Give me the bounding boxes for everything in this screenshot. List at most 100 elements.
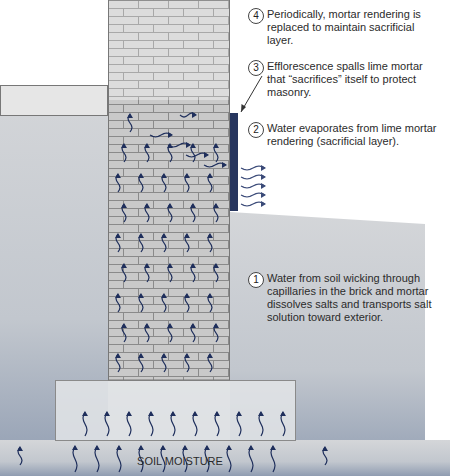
- moisture-arrow: [191, 264, 195, 282]
- arrow-head: [190, 203, 196, 208]
- moisture-arrow: [145, 204, 149, 222]
- brick-wall-lower: [108, 100, 230, 380]
- arrow-head: [161, 233, 167, 238]
- arrow-head: [126, 411, 132, 416]
- arrow-head: [213, 263, 219, 268]
- moisture-arrow: [281, 412, 285, 436]
- moisture-arrow: [208, 354, 212, 372]
- moisture-arrow: [145, 264, 149, 282]
- arrow-head: [161, 353, 167, 358]
- moisture-arrow: [162, 234, 166, 252]
- arrow-head: [144, 323, 150, 328]
- moisture-arrow: [117, 446, 121, 472]
- arrow-head: [261, 174, 266, 180]
- arrow-head: [190, 263, 196, 268]
- moisture-arrow: [204, 163, 226, 167]
- arrow-head: [226, 445, 232, 450]
- arrow-head: [82, 411, 88, 416]
- moisture-arrow: [171, 412, 175, 436]
- arrow-head: [115, 353, 121, 358]
- arrow-head: [161, 293, 167, 298]
- moisture-arrow: [139, 174, 143, 192]
- arrow-head: [127, 113, 133, 118]
- moisture-arrow: [191, 324, 195, 342]
- moisture-arrow: [215, 412, 219, 436]
- arrow-head: [144, 203, 150, 208]
- arrow-head: [144, 263, 150, 268]
- moisture-arrow: [271, 446, 275, 472]
- arrow-head: [207, 173, 213, 178]
- moisture-arrow: [168, 324, 172, 342]
- moisture-arrow: [150, 133, 172, 137]
- moisture-arrow: [83, 412, 87, 436]
- moisture-arrow: [191, 144, 195, 162]
- moisture-arrow: [149, 412, 153, 436]
- moisture-arrow: [168, 204, 172, 222]
- moisture-arrow: [128, 114, 132, 132]
- arrow-head: [94, 445, 100, 450]
- arrow-head: [138, 173, 144, 178]
- arrow-head: [207, 293, 213, 298]
- arrow-head: [138, 445, 144, 450]
- arrow-head: [213, 203, 219, 208]
- moisture-arrow: [116, 294, 120, 312]
- arrow-head: [138, 233, 144, 238]
- arrow-head: [213, 143, 219, 148]
- arrow-head: [148, 411, 154, 416]
- moisture-arrow: [214, 204, 218, 222]
- arrow-head: [184, 353, 190, 358]
- arrow-head: [213, 323, 219, 328]
- arrow-head: [280, 411, 286, 416]
- moisture-arrow: [116, 234, 120, 252]
- arrow-head: [222, 162, 227, 168]
- moisture-arrow: [241, 193, 265, 197]
- moisture-arrow: [105, 412, 109, 436]
- arrow-head: [104, 411, 110, 416]
- moisture-arrow: [191, 204, 195, 222]
- callout-number: 4: [248, 8, 264, 24]
- moisture-arrow: [95, 446, 99, 472]
- arrow-head: [204, 445, 210, 450]
- moisture-arrow: [241, 202, 265, 206]
- moisture-arrow: [214, 144, 218, 162]
- moisture-arrow: [185, 294, 189, 312]
- arrow-head: [184, 293, 190, 298]
- moisture-arrow: [127, 412, 131, 436]
- arrow-head: [192, 411, 198, 416]
- arrow-head: [261, 192, 266, 198]
- arrow-head: [192, 112, 197, 118]
- arrow-head: [115, 293, 121, 298]
- moisture-arrow: [162, 294, 166, 312]
- moisture-arrow: [193, 412, 197, 436]
- arrow-head: [121, 143, 127, 148]
- arrow-head: [184, 233, 190, 238]
- callout-text: Water from soil wicking through capillar…: [267, 272, 443, 324]
- arrow-head: [170, 411, 176, 416]
- arrow-head: [214, 411, 220, 416]
- moisture-arrow: [214, 324, 218, 342]
- callout-text: Water evaporates from lime mortar render…: [267, 122, 443, 148]
- moisture-arrow: [168, 264, 172, 282]
- moisture-arrow: [227, 446, 231, 472]
- moisture-arrow: [214, 264, 218, 282]
- arrow-head: [116, 445, 122, 450]
- arrow-head: [121, 323, 127, 328]
- moisture-arrow: [122, 264, 126, 282]
- moisture-arrow: [180, 113, 196, 117]
- callout-number: 2: [248, 122, 264, 138]
- moisture-arrow: [145, 144, 149, 162]
- moisture-arrow: [241, 166, 265, 170]
- arrow-head: [322, 446, 328, 451]
- arrow-head: [72, 445, 78, 450]
- arrow-head: [160, 445, 166, 450]
- moisture-arrow: [259, 412, 263, 436]
- callout-number: 1: [248, 272, 264, 288]
- callout-number: 3: [248, 60, 264, 76]
- moisture-arrow: [185, 354, 189, 372]
- arrow-head: [236, 411, 242, 416]
- moisture-arrow: [185, 174, 189, 192]
- moisture-arrow: [18, 447, 22, 465]
- arrow-head: [261, 183, 266, 189]
- moisture-arrow: [323, 447, 327, 465]
